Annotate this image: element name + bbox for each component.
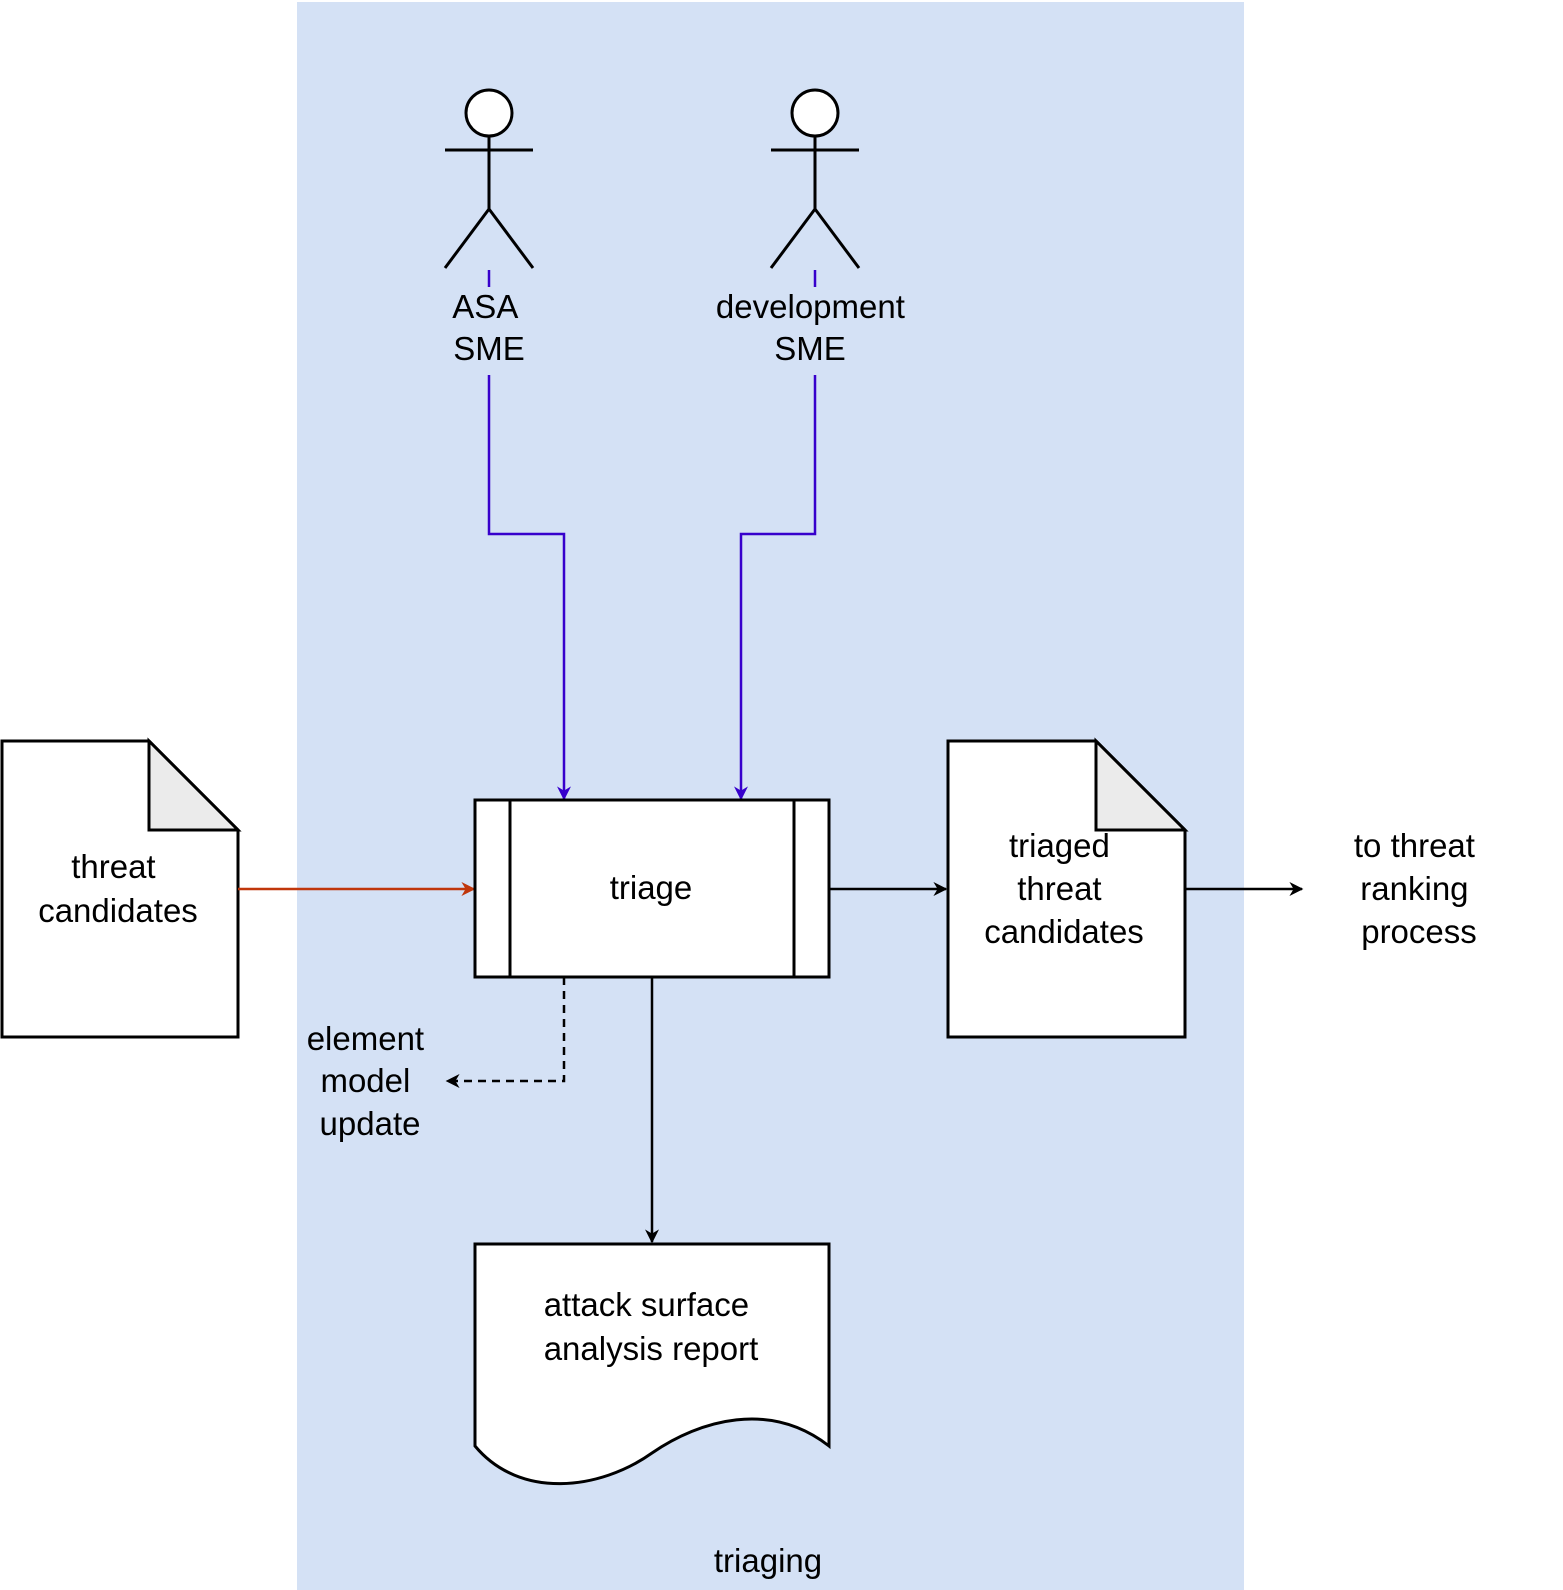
asa-sme-label: ASA SME xyxy=(452,288,525,367)
triage-to-element-update-edge[interactable] xyxy=(445,977,566,1088)
element-model-update-label: element model update xyxy=(307,1020,434,1142)
threat-candidates-document[interactable] xyxy=(0,737,242,1039)
ranking-process-label: to threat ranking process xyxy=(1354,827,1484,950)
asa-to-triage-edge[interactable] xyxy=(487,375,571,801)
attack-surface-report-document[interactable] xyxy=(473,1242,831,1486)
development-sme-actor-icon[interactable] xyxy=(769,88,861,269)
triaged-threat-candidates-label: triaged threat candidates xyxy=(984,827,1144,950)
report-label: attack surface analysis report xyxy=(544,1286,759,1367)
asa-sme-actor-icon[interactable] xyxy=(443,88,535,269)
swimlane-label: triaging xyxy=(714,1542,822,1579)
triaged-threat-candidates-document[interactable] xyxy=(946,737,1189,1039)
dev-to-triage-edge[interactable] xyxy=(734,375,817,801)
triage-process-box[interactable] xyxy=(473,798,831,979)
triage-label: triage xyxy=(610,869,693,906)
development-sme-label: development SME xyxy=(716,288,914,367)
threat-candidates-label: threat candidates xyxy=(38,848,198,929)
